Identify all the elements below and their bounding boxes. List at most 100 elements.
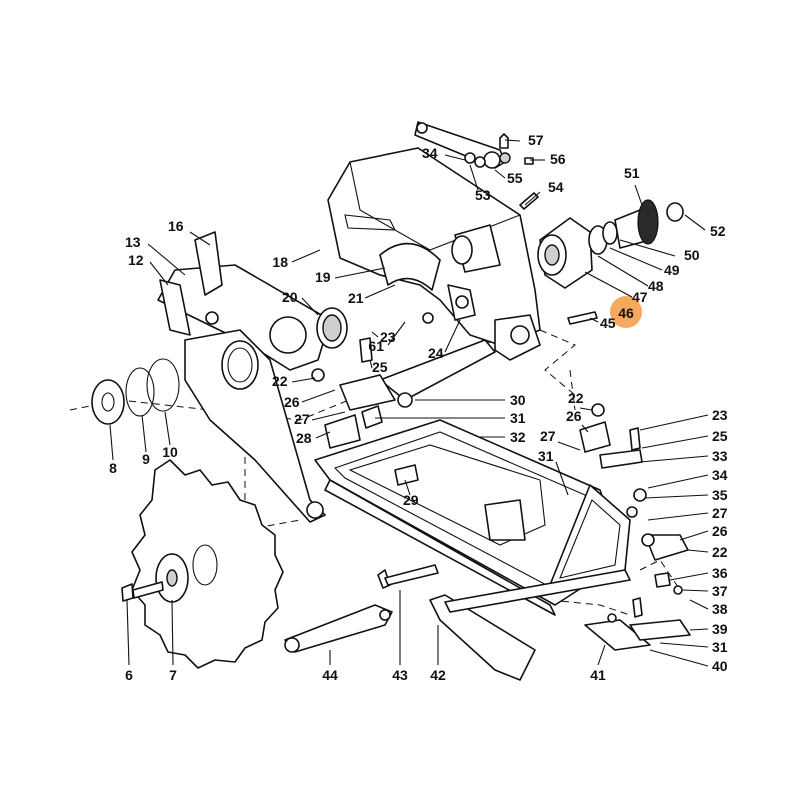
spindle-assembly bbox=[537, 199, 684, 325]
part-number-25: 25 bbox=[372, 359, 388, 375]
leader-line-50 bbox=[619, 239, 676, 257]
leader-line-31 bbox=[659, 642, 709, 648]
part-number-27: 27 bbox=[540, 428, 556, 444]
part-number-52: 52 bbox=[710, 223, 726, 239]
leader-line-28 bbox=[315, 431, 331, 439]
part-number-7: 7 bbox=[169, 667, 177, 683]
riving-plate bbox=[157, 231, 348, 371]
leader-line-25 bbox=[641, 435, 709, 449]
part-number-28: 28 bbox=[296, 430, 312, 446]
leader-line-53 bbox=[469, 164, 479, 191]
leader-line-36 bbox=[669, 572, 709, 581]
leader-line-49 bbox=[609, 247, 663, 271]
part-number-21: 21 bbox=[348, 290, 364, 306]
leader-line-26 bbox=[679, 530, 709, 541]
part-number-46: 46 bbox=[618, 305, 634, 321]
leader-line-7 bbox=[171, 599, 174, 666]
part-number-27: 27 bbox=[712, 505, 728, 521]
leader-line-41 bbox=[597, 644, 606, 666]
part-number-45: 45 bbox=[600, 315, 616, 331]
part-number-29: 29 bbox=[403, 492, 419, 508]
part-number-41: 41 bbox=[590, 667, 606, 683]
leader-line-21 bbox=[364, 284, 396, 299]
part-number-22: 22 bbox=[272, 373, 288, 389]
part-number-8: 8 bbox=[109, 460, 117, 476]
part-number-35: 35 bbox=[712, 487, 728, 503]
part-number-6: 6 bbox=[125, 667, 133, 683]
part-number-30: 30 bbox=[510, 392, 526, 408]
leader-line-22 bbox=[291, 377, 316, 383]
part-number-26: 26 bbox=[712, 523, 728, 539]
bevel-arm bbox=[311, 337, 496, 449]
part-number-53: 53 bbox=[475, 187, 491, 203]
blade-guard-housing bbox=[327, 147, 541, 361]
handle-arm bbox=[414, 121, 539, 210]
leader-line-27 bbox=[311, 411, 346, 421]
part-number-19: 19 bbox=[315, 269, 331, 285]
part-number-48: 48 bbox=[648, 278, 664, 294]
leader-line-31 bbox=[555, 461, 569, 496]
part-number-31: 31 bbox=[510, 410, 526, 426]
leader-line-34 bbox=[444, 154, 466, 161]
leader-line-18 bbox=[291, 249, 321, 263]
leader-line-39 bbox=[689, 628, 709, 631]
leader-line-27 bbox=[647, 512, 709, 521]
leader-line-9 bbox=[141, 414, 147, 453]
leader-line-45 bbox=[589, 317, 599, 323]
part-number-13: 13 bbox=[125, 234, 141, 250]
leader-line-25 bbox=[369, 359, 373, 369]
part-number-33: 33 bbox=[712, 448, 728, 464]
leader-line-40 bbox=[649, 649, 709, 667]
leader-line-13 bbox=[147, 243, 186, 276]
leader-line-10 bbox=[164, 411, 171, 446]
part-number-27: 27 bbox=[294, 411, 310, 427]
part-number-56: 56 bbox=[550, 151, 566, 167]
leader-line-20 bbox=[301, 297, 319, 316]
leader-line-19 bbox=[334, 267, 386, 279]
leader-line-35 bbox=[644, 494, 709, 499]
part-number-43: 43 bbox=[392, 667, 408, 683]
leader-line-29 bbox=[404, 479, 411, 496]
part-number-9: 9 bbox=[142, 451, 150, 467]
leader-line-8 bbox=[109, 424, 114, 461]
leader-line-47 bbox=[584, 271, 633, 298]
part-number-31: 31 bbox=[538, 448, 554, 464]
part-number-23: 23 bbox=[712, 407, 728, 423]
leader-lines bbox=[109, 139, 709, 667]
part-number-42: 42 bbox=[430, 667, 446, 683]
part-number-61: 61 bbox=[368, 338, 384, 354]
part-number-25: 25 bbox=[712, 428, 728, 444]
part-number-31: 31 bbox=[712, 639, 728, 655]
part-number-38: 38 bbox=[712, 601, 728, 617]
leader-line-27 bbox=[557, 441, 581, 451]
lower-blade-guard bbox=[184, 329, 326, 523]
part-number-55: 55 bbox=[507, 170, 523, 186]
part-number-57: 57 bbox=[528, 132, 544, 148]
part-number-24: 24 bbox=[428, 345, 444, 361]
parallel-guide bbox=[429, 569, 691, 681]
part-number-40: 40 bbox=[712, 658, 728, 674]
bevel-quadrant bbox=[549, 403, 689, 595]
leader-line-61 bbox=[387, 321, 406, 346]
part-number-26: 26 bbox=[566, 408, 582, 424]
part-number-50: 50 bbox=[684, 247, 700, 263]
part-number-26: 26 bbox=[284, 394, 300, 410]
blade-flange-set bbox=[91, 358, 180, 425]
part-number-22: 22 bbox=[712, 544, 728, 560]
part-number-37: 37 bbox=[712, 583, 728, 599]
part-number-39: 39 bbox=[712, 621, 728, 637]
part-number-10: 10 bbox=[162, 444, 178, 460]
leader-line-16 bbox=[189, 231, 211, 246]
part-number-20: 20 bbox=[282, 289, 298, 305]
part-number-54: 54 bbox=[548, 179, 564, 195]
part-number-23: 23 bbox=[380, 329, 396, 345]
part-number-36: 36 bbox=[712, 565, 728, 581]
leader-line-12 bbox=[149, 261, 169, 286]
part-number-18: 18 bbox=[272, 254, 288, 270]
leader-line-51 bbox=[634, 184, 643, 206]
part-number-16: 16 bbox=[168, 218, 184, 234]
part-number-34: 34 bbox=[712, 467, 728, 483]
part-number-22: 22 bbox=[568, 390, 584, 406]
